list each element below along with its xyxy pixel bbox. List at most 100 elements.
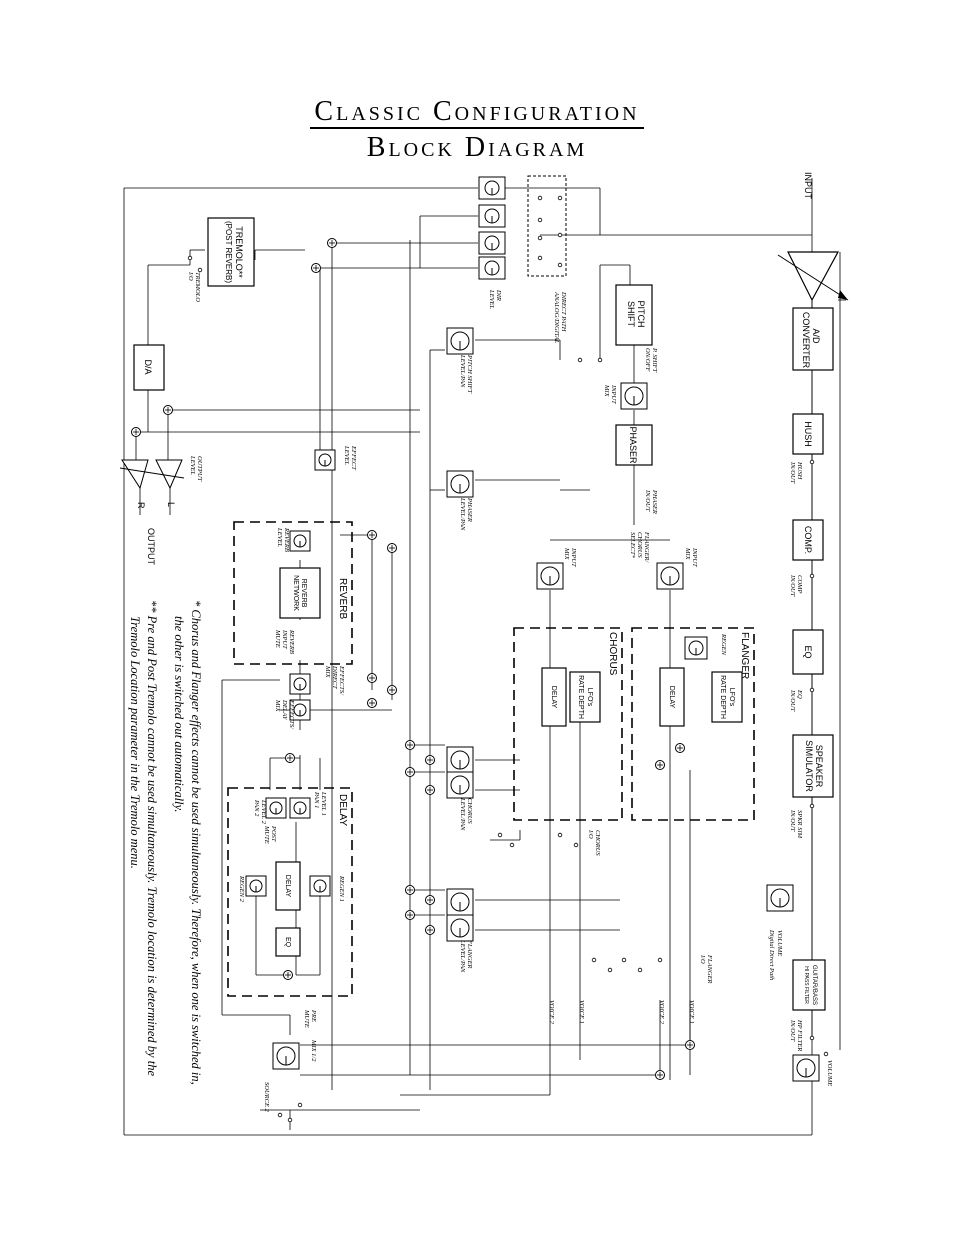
- pitch-level-label-1: PITCH SHIFT: [466, 354, 473, 393]
- delay-level1-knob: [289, 797, 311, 819]
- summing-junction: [425, 755, 435, 765]
- switch-contact: [591, 957, 597, 963]
- input-buffer-icon: [777, 251, 849, 302]
- chorus-lfo-label-2: RATE DEPTH: [577, 675, 584, 719]
- fc-select-label-3: SELECT*: [629, 532, 636, 559]
- reverb-level-label-2: LEVEL: [276, 527, 283, 548]
- switch-contact: [557, 232, 563, 238]
- pitch-label-2: SHIFT: [626, 301, 636, 328]
- flanger-level-knob-2: [446, 914, 474, 942]
- flanger-delay-block: [659, 667, 685, 727]
- chorus-input-mix-knob: [536, 562, 564, 590]
- flanger-delay-label: DELAY: [668, 686, 675, 709]
- switch-contact: [577, 357, 583, 363]
- dir-level-knob-1: [478, 176, 506, 200]
- summing-junction: [285, 753, 295, 763]
- tremolo-io-label-1: TREMOLO: [194, 272, 201, 302]
- note-1a: * Chorus and Flanger effects cannot be u…: [189, 600, 203, 1085]
- summing-junction: [327, 238, 337, 248]
- level1-label-1: LEVEL 1: [320, 791, 327, 816]
- flanger-section-label: FLANGER: [739, 632, 750, 679]
- chorus-level-label-2: LEVEL/PAN: [459, 797, 466, 831]
- switch-contact: [557, 195, 563, 201]
- summing-junction: [405, 910, 415, 920]
- summing-junction: [367, 530, 377, 540]
- reverb-network-label-1: REVERB: [300, 579, 307, 608]
- chorus-level-label-1: CHORUS: [466, 798, 473, 824]
- effects-delay-knob: [289, 699, 311, 721]
- da-label: D/A: [143, 359, 153, 374]
- flanger-lfo-label-2: RATE DEPTH: [719, 675, 726, 719]
- flanger-input-mix-knob: [656, 562, 684, 590]
- ad-converter-label-2: CONVERTER: [801, 312, 811, 369]
- phaser-inout-label-2: IN/OUT: [644, 489, 651, 512]
- fc-select-label-1: FLANGER/: [643, 531, 650, 564]
- tremolo-label-2: (POST REVERB): [224, 221, 233, 283]
- da-block: [133, 344, 165, 391]
- out-l-label: L: [166, 502, 176, 507]
- input-label: INPUT: [803, 172, 813, 200]
- pitch-label-1: PITCH: [636, 301, 646, 328]
- chorus-level-knob-2: [446, 771, 474, 799]
- volume-right-label: VOLUME: [826, 1060, 833, 1086]
- ad-converter-block: [792, 307, 834, 371]
- input-mix-ch-label-1: INPUT: [570, 547, 577, 567]
- pre-mute-label-1: PRE: [310, 1009, 317, 1022]
- level2-label-2: PAN 2: [253, 799, 260, 817]
- dir-level-knob-2: [478, 204, 506, 228]
- summing-junction: [163, 405, 173, 415]
- input-mix-fl-label-1: INPUT: [691, 547, 698, 567]
- pitch-level-label-2: LEVEL/PAN: [459, 354, 466, 388]
- speaker-label-1: SPEAKER: [814, 745, 824, 788]
- digital-direct-label-2: Digital Direct Path: [768, 929, 775, 980]
- speaker-label-2: SIMULATOR: [804, 740, 814, 792]
- spkr-inout-label-1: SPKR SIM: [796, 810, 803, 839]
- delay-level2-knob: [265, 797, 287, 819]
- dir-level-knob-4: [478, 256, 506, 280]
- flanger-lfo-block: [711, 671, 743, 723]
- switch-contact: [537, 195, 543, 201]
- summing-junction: [675, 743, 685, 753]
- summing-junction: [405, 740, 415, 750]
- output-label: OUTPUT: [146, 528, 156, 566]
- fc-select-label-2: CHORUS: [636, 532, 643, 558]
- eq-inout-label-2: IN/OUT: [789, 689, 796, 712]
- eq-inout-label-1: EQ: [796, 689, 803, 699]
- comp-label: COMP.: [803, 526, 813, 554]
- chorus-level-knob-1: [446, 746, 474, 774]
- switch-contact: [597, 357, 603, 363]
- hush-inout-label-1: HUSH: [796, 461, 803, 480]
- speaker-simulator-block: [792, 734, 834, 798]
- switch-contact: [197, 267, 203, 273]
- summing-junction: [387, 685, 397, 695]
- note-2a: ** Pre and Post Tremolo cannot be used s…: [145, 600, 159, 1076]
- digital-direct-knob: [766, 884, 794, 912]
- switch-contact: [537, 255, 543, 261]
- flanger-io-label-1: FLANGER: [706, 954, 713, 984]
- rev-mute-label-1: REVERB: [288, 629, 295, 654]
- switch-contact: [187, 255, 193, 261]
- reverb-level-label-1: REVERB: [283, 527, 290, 552]
- delay-eq-label: EQ: [284, 937, 291, 948]
- dir-level-label-2: LEVEL: [488, 289, 495, 310]
- switch-contact: [557, 832, 563, 838]
- eff-direct-label-2: DIRECT: [331, 665, 338, 689]
- effect-level-label-1: EFFECT: [350, 445, 357, 470]
- post-mute-label-1: POST: [270, 825, 277, 842]
- guitar-bass-label-1: GUITAR/BASS: [811, 965, 817, 1005]
- pitch-input-mix-knob: [620, 382, 648, 410]
- chorus-lfo-block: [569, 671, 601, 723]
- pitch-shift-block: [615, 284, 653, 346]
- summing-junction: [425, 785, 435, 795]
- output-level-label-1: OUTPUT: [196, 456, 203, 482]
- page-title: Classic Configuration: [0, 96, 954, 129]
- eff-delay-label-1: EFFECTS/: [288, 699, 295, 730]
- spkr-inout-label-2: IN/OUT: [789, 809, 796, 832]
- output-level-label-2: LEVEL: [189, 455, 196, 476]
- pshift-onoff-label-1: P. SHIFT: [651, 347, 658, 372]
- summing-junction: [405, 885, 415, 895]
- signal-wiring: [123, 178, 846, 1136]
- chorus-section-label: CHORUS: [607, 632, 618, 676]
- reverb-section-label: REVERB: [337, 578, 348, 619]
- switch-contact: [607, 967, 613, 973]
